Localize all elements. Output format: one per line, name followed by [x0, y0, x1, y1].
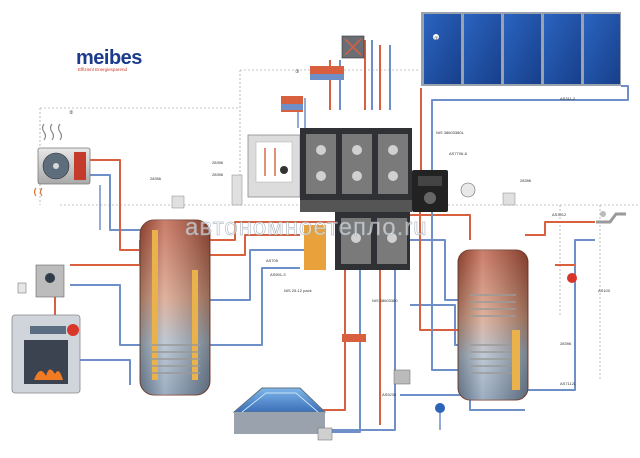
label-pump-group-bottom: AS5230	[382, 392, 397, 397]
label-gas-boiler-a: 28396	[212, 160, 224, 165]
thermostat-right-icon	[502, 192, 516, 206]
heater-element-icon	[512, 330, 520, 390]
label-right-tank-b: AS7112L	[560, 381, 577, 386]
label-gas-boiler-b: 28396	[212, 172, 224, 177]
label-hydraulic-module: NIS 38603380L	[436, 130, 465, 135]
label-circulation-valve: AS100	[598, 288, 611, 293]
solid-fuel-stove	[11, 314, 81, 394]
label-left-thermostat: 28396	[150, 176, 162, 181]
label-controller-group: AS7706-8	[449, 151, 468, 156]
hot-water-tank-right	[457, 249, 529, 401]
stove-pump-group	[17, 264, 65, 298]
floor-heating-manifold	[281, 66, 344, 112]
marker-three: ③	[295, 69, 300, 75]
fire-icon	[34, 369, 63, 380]
marker-two: ②	[69, 110, 74, 116]
solar-collector-array	[421, 12, 621, 86]
label-solar-collector: AS311-2	[560, 96, 576, 101]
solar-controller-station	[412, 170, 476, 212]
heater-rod-icon-2	[192, 270, 198, 380]
brand-logo: meibes Effizient Energiesparend	[76, 47, 143, 72]
solar-coil-icon	[470, 294, 516, 374]
expansion-tank-icon	[67, 324, 79, 336]
label-distributor: NIS 25-12 pack	[284, 288, 312, 293]
hydraulic-distribution-block	[300, 128, 412, 270]
pool-heat-exchanger-icon	[342, 334, 366, 342]
label-faucet: AS3912	[552, 212, 567, 217]
label-right-tank-a: 28396	[560, 341, 572, 346]
label-mixer-group: AS705	[266, 258, 279, 263]
label-manifold-valve: NIS 38603380	[372, 298, 398, 303]
pump-group-bottom-icon	[393, 369, 411, 385]
label-mixer-group-b: AS591-3	[270, 272, 286, 277]
heating-coil-icon	[152, 344, 200, 374]
pool-filter-icon	[317, 427, 333, 441]
heat-exchanger-icon	[74, 152, 86, 180]
hydraulic-separator-icon	[304, 225, 326, 270]
swimming-pool	[232, 387, 327, 434]
boiler-controller-icon	[231, 174, 243, 206]
expansion-vessel-icon	[460, 182, 476, 198]
heat-waves-icon	[41, 123, 63, 141]
radiator-icon	[341, 35, 365, 59]
circulation-pump-icon	[567, 273, 577, 283]
thermostat-left-icon	[171, 195, 185, 209]
boiler-pump-icon	[280, 166, 288, 174]
heater-rod-icon	[152, 230, 158, 380]
label-solar-badge: ①	[434, 36, 439, 42]
faucet-icon	[596, 211, 626, 224]
expansion-vessel-bottom-icon	[435, 403, 445, 413]
heat-pump-unit	[33, 123, 91, 197]
label-right-thermostat: 28396	[520, 178, 532, 183]
solar-marker-icon	[433, 34, 439, 40]
brand-tagline: Effizient Energiesparend	[78, 67, 127, 72]
wall-gas-boiler	[247, 134, 301, 198]
brand-name: meibes	[76, 47, 142, 69]
buffer-tank-left	[139, 219, 211, 396]
watermark-text: автономноетепло.ru	[185, 214, 428, 241]
